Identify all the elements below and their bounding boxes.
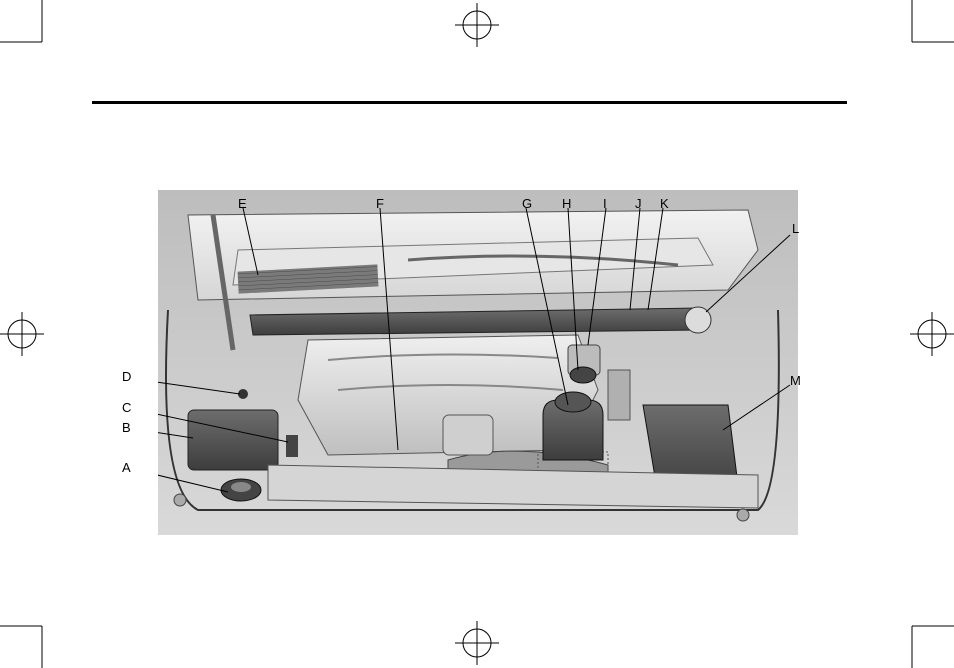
callout-d: D <box>122 369 131 384</box>
callout-c: C <box>122 400 131 415</box>
callout-a: A <box>122 460 131 475</box>
callout-b: B <box>122 420 131 435</box>
callout-m: M <box>790 373 801 388</box>
callout-h: H <box>562 196 571 211</box>
callout-k: K <box>660 196 669 211</box>
callout-e: E <box>238 196 247 211</box>
callout-l: L <box>792 221 799 236</box>
callout-f: F <box>376 196 384 211</box>
callout-i: I <box>603 196 607 211</box>
callout-j: J <box>635 196 642 211</box>
callout-g: G <box>522 196 532 211</box>
